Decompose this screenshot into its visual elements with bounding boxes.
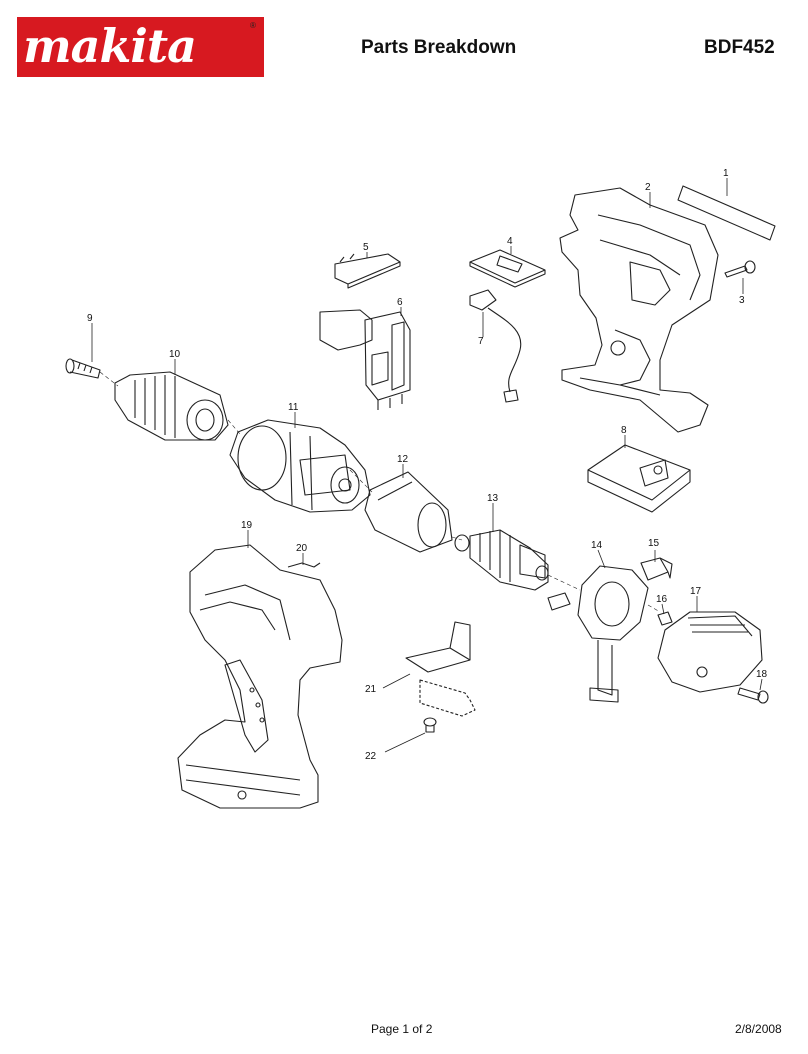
page-number: Page 1 of 2 bbox=[371, 1022, 433, 1036]
callout-5: 5 bbox=[363, 242, 369, 253]
part-11-gear-assembly bbox=[229, 419, 371, 513]
registered-mark: ® bbox=[250, 21, 256, 30]
part-3-screw bbox=[724, 260, 756, 278]
callout-20: 20 bbox=[296, 543, 308, 554]
callout-17: 17 bbox=[690, 586, 702, 597]
callout-8: 8 bbox=[621, 425, 627, 436]
part-12-yoke bbox=[364, 471, 453, 553]
callout-2: 2 bbox=[645, 182, 651, 193]
leader-lines bbox=[91, 178, 763, 753]
part-14-brush-holder bbox=[547, 565, 649, 703]
callout-1: 1 bbox=[723, 168, 729, 179]
part-7-led-wire bbox=[469, 289, 522, 403]
callout-7: 7 bbox=[478, 336, 484, 347]
model-number: BDF452 bbox=[704, 37, 775, 58]
callout-15: 15 bbox=[648, 538, 660, 549]
makita-logo: makita bbox=[17, 17, 264, 77]
callout-13: 13 bbox=[487, 493, 499, 504]
document-date: 2/8/2008 bbox=[735, 1022, 782, 1036]
callout-11: 11 bbox=[288, 402, 299, 413]
part-5-trigger-cap bbox=[334, 253, 401, 289]
callout-22: 22 bbox=[365, 751, 377, 762]
part-21-bracket bbox=[405, 621, 476, 717]
callout-14: 14 bbox=[591, 540, 603, 551]
part-9-chuck-screw bbox=[65, 358, 101, 379]
callout-19: 19 bbox=[241, 520, 253, 531]
callout-6: 6 bbox=[397, 297, 403, 308]
brand-wordmark: makita bbox=[23, 19, 197, 73]
part-17-rear-cover bbox=[657, 611, 763, 693]
alignment-lines bbox=[99, 371, 661, 613]
part-4-switch-cover bbox=[469, 249, 546, 288]
callout-21: 21 bbox=[365, 684, 377, 695]
callout-16: 16 bbox=[656, 594, 668, 605]
part-19-housing-left bbox=[177, 544, 343, 809]
part-1-label-plate bbox=[677, 185, 776, 241]
callout-9: 9 bbox=[87, 313, 93, 324]
part-6-switch bbox=[319, 309, 411, 410]
part-callouts: 1 2 3 4 5 6 7 8 9 10 11 12 13 14 15 16 1… bbox=[87, 168, 768, 762]
part-2-housing-right bbox=[559, 187, 719, 433]
callout-12: 12 bbox=[397, 454, 409, 465]
page-title: Parts Breakdown bbox=[361, 37, 517, 58]
callout-4: 4 bbox=[507, 236, 513, 247]
part-8-terminal-plate bbox=[587, 444, 691, 513]
part-15-brush-spring bbox=[640, 557, 673, 581]
part-22-screw bbox=[423, 717, 437, 733]
callout-10: 10 bbox=[169, 349, 181, 360]
part-10-keyless-chuck bbox=[114, 371, 229, 441]
callout-3: 3 bbox=[739, 295, 745, 306]
callout-18: 18 bbox=[756, 669, 768, 680]
part-16-carbon-brush bbox=[657, 611, 673, 626]
part-18-screw bbox=[737, 687, 769, 704]
part-13-armature bbox=[454, 529, 549, 591]
part-20-spring bbox=[287, 562, 321, 568]
